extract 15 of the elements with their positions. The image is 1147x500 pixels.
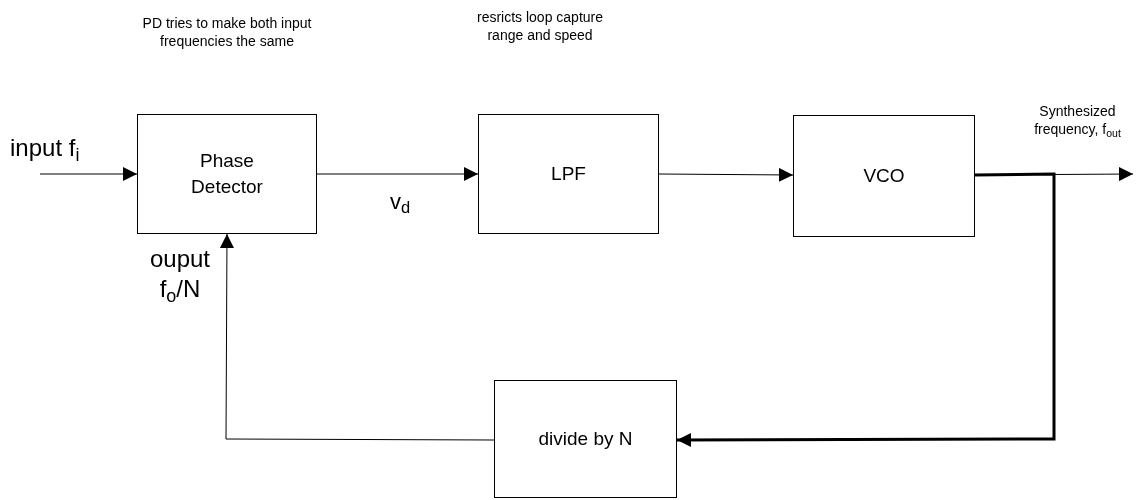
annotation-text: PD tries to make both input frequencies the same — [141, 14, 313, 50]
arrow — [219, 233, 495, 441]
arrow — [39, 167, 138, 181]
arrow — [316, 167, 479, 181]
block-box — [478, 114, 659, 234]
block-box — [494, 380, 677, 498]
block-label: LPF — [551, 162, 586, 186]
block-box — [793, 115, 975, 237]
arrow — [658, 167, 794, 182]
block-box — [137, 114, 317, 234]
block-label: VCO — [863, 164, 905, 188]
block-label: Phase Detector — [190, 149, 264, 199]
annotation-text: resricts loop capture range and speed — [475, 8, 605, 44]
block-label: divide by N — [538, 427, 633, 451]
arrow — [677, 172, 1056, 447]
